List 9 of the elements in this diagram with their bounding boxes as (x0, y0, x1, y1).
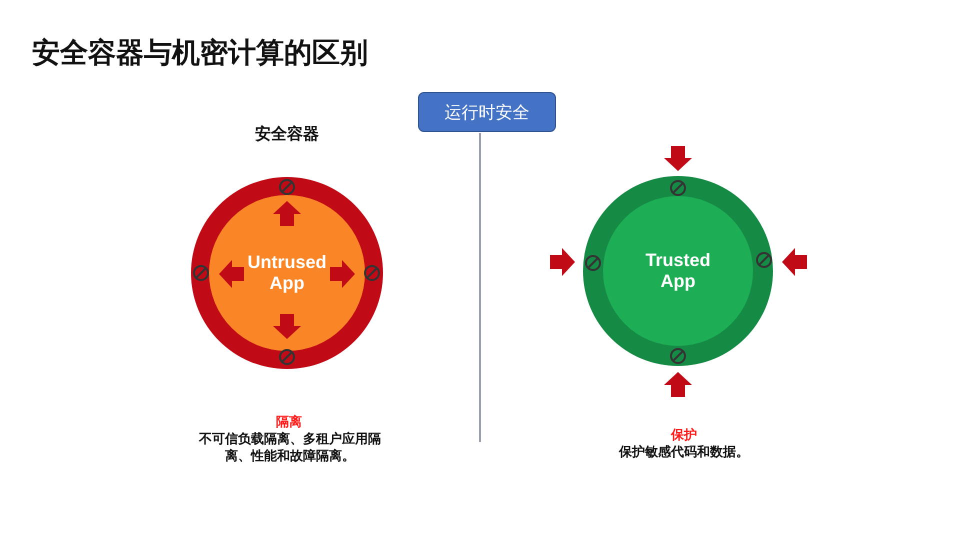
process-box: 运行时安全 (418, 92, 556, 132)
subheading: 保护 (670, 426, 698, 444)
section-heading: 安全容器 (254, 124, 320, 145)
description-text: 不可信负载隔离、多租户应用隔离、性能和故障隔离。 (198, 430, 382, 464)
slide-title: 安全容器与机密计算的区别 (32, 36, 368, 70)
subheading: 隔离 (275, 413, 303, 431)
description-text: 保护敏感代码和数据。 (618, 443, 750, 461)
node-label: Untrused App (248, 252, 327, 294)
node-label: Trusted App (644, 250, 712, 292)
